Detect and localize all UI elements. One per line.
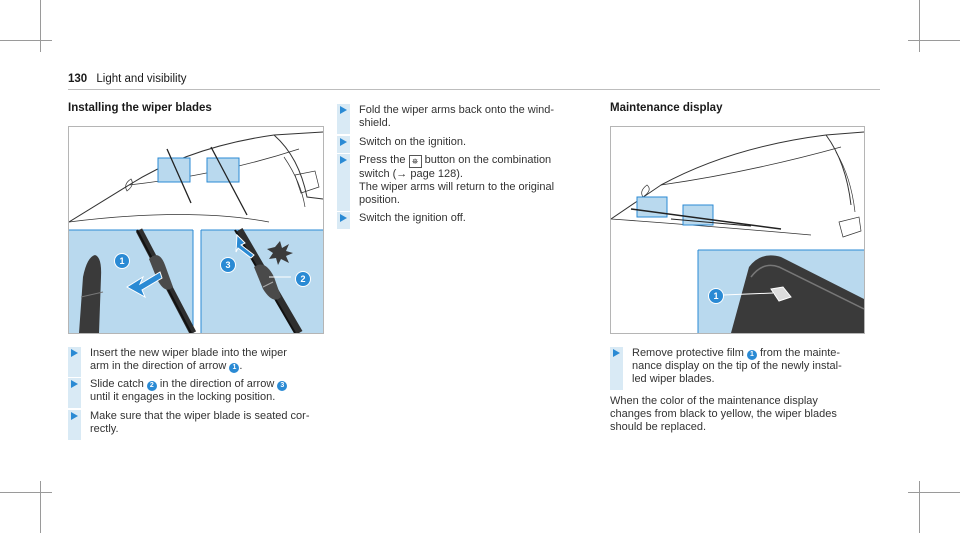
step-insert-blade: Insert the new wiper blade into the wipe…	[68, 347, 328, 377]
crop-mark	[908, 492, 960, 493]
crop-mark	[40, 0, 41, 52]
step-ignition-on: Switch on the ignition.	[337, 136, 597, 153]
step-ignition-off: Switch the ignition off.	[337, 212, 597, 229]
crop-mark	[919, 0, 920, 52]
ref-callout-3: 3	[277, 381, 288, 391]
page-header: 130 Light and visibility	[68, 73, 187, 85]
header-rule	[68, 89, 880, 90]
step-remove-film: Remove protective film 1 from the mainte…	[610, 347, 880, 390]
maintenance-note: When the color of the maintenance displa…	[610, 395, 837, 433]
maintenance-display-figure: 1	[610, 126, 865, 334]
step-arrow-icon	[71, 380, 78, 388]
step-check-seated: Make sure that the wiper blade is seated…	[68, 410, 328, 440]
section-name: Light and visibility	[96, 73, 187, 85]
crop-mark	[0, 492, 52, 493]
step-arrow-icon	[340, 106, 347, 114]
crop-mark	[0, 40, 52, 41]
ref-callout-1: 1	[746, 350, 757, 360]
ref-callout-1: 1	[229, 363, 240, 373]
crop-mark	[919, 481, 920, 533]
step-bar	[610, 347, 623, 390]
step-arrow-icon	[71, 349, 78, 357]
ref-callout-2: 2	[146, 381, 157, 391]
wiper-install-illustration	[69, 131, 323, 333]
callout-3: 3	[220, 257, 236, 273]
page-number: 130	[68, 73, 88, 85]
section-title-installing: Installing the wiper blades	[68, 102, 212, 114]
crop-mark	[908, 40, 960, 41]
step-arrow-icon	[71, 412, 78, 420]
step-arrow-icon	[340, 138, 347, 146]
step-bar	[337, 154, 350, 211]
step-press-button: Press the ⛯ button on the combination sw…	[337, 154, 597, 211]
callout-1: 1	[114, 253, 130, 269]
maintenance-display-illustration	[611, 131, 864, 333]
step-slide-catch: Slide catch 2 in the direction of arrow …	[68, 378, 328, 408]
crop-mark	[40, 481, 41, 533]
step-arrow-icon	[613, 349, 620, 357]
section-title-maintenance: Maintenance display	[610, 102, 723, 114]
callout-2: 2	[295, 271, 311, 287]
page-reference: switch (→ page 128).	[359, 168, 463, 180]
step-arrow-icon	[340, 156, 347, 164]
step-arrow-icon	[340, 214, 347, 222]
maintenance-callout-1: 1	[708, 288, 724, 304]
wiper-install-figure: 1 3 2	[68, 126, 324, 334]
wiper-service-icon: ⛯	[408, 155, 422, 168]
step-fold-arms: Fold the wiper arms back onto the wind- …	[337, 104, 597, 134]
